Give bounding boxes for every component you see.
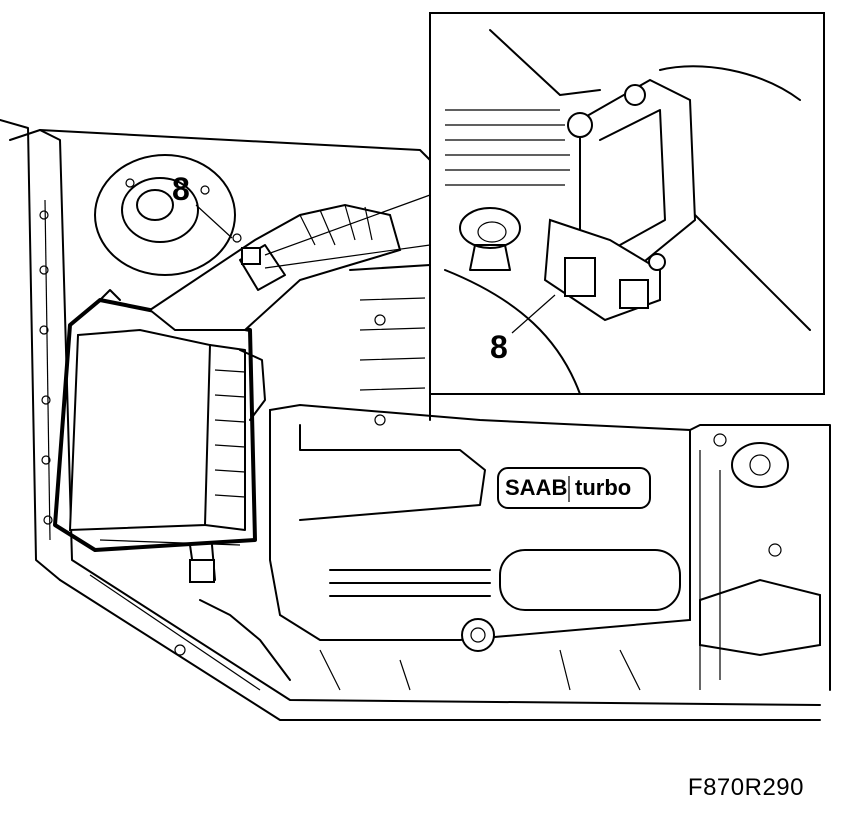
intake-hose (148, 203, 402, 331)
callout-label-inset: 8 (490, 329, 508, 365)
badge-brand: SAAB (505, 475, 567, 500)
inset-leader-lines (264, 194, 431, 269)
wiring-harness (199, 349, 291, 681)
strut-tower (94, 154, 242, 276)
figure-code: F870R290 (687, 774, 804, 801)
callout-label-main: 8 (172, 171, 190, 207)
callout-8-main: 8 (172, 171, 233, 239)
inset-detail: 8 (429, 12, 825, 395)
fender-frame (0, 119, 821, 721)
air-filter-box (53, 289, 257, 583)
engine-cover (269, 403, 691, 652)
badge-model: turbo (575, 475, 631, 500)
